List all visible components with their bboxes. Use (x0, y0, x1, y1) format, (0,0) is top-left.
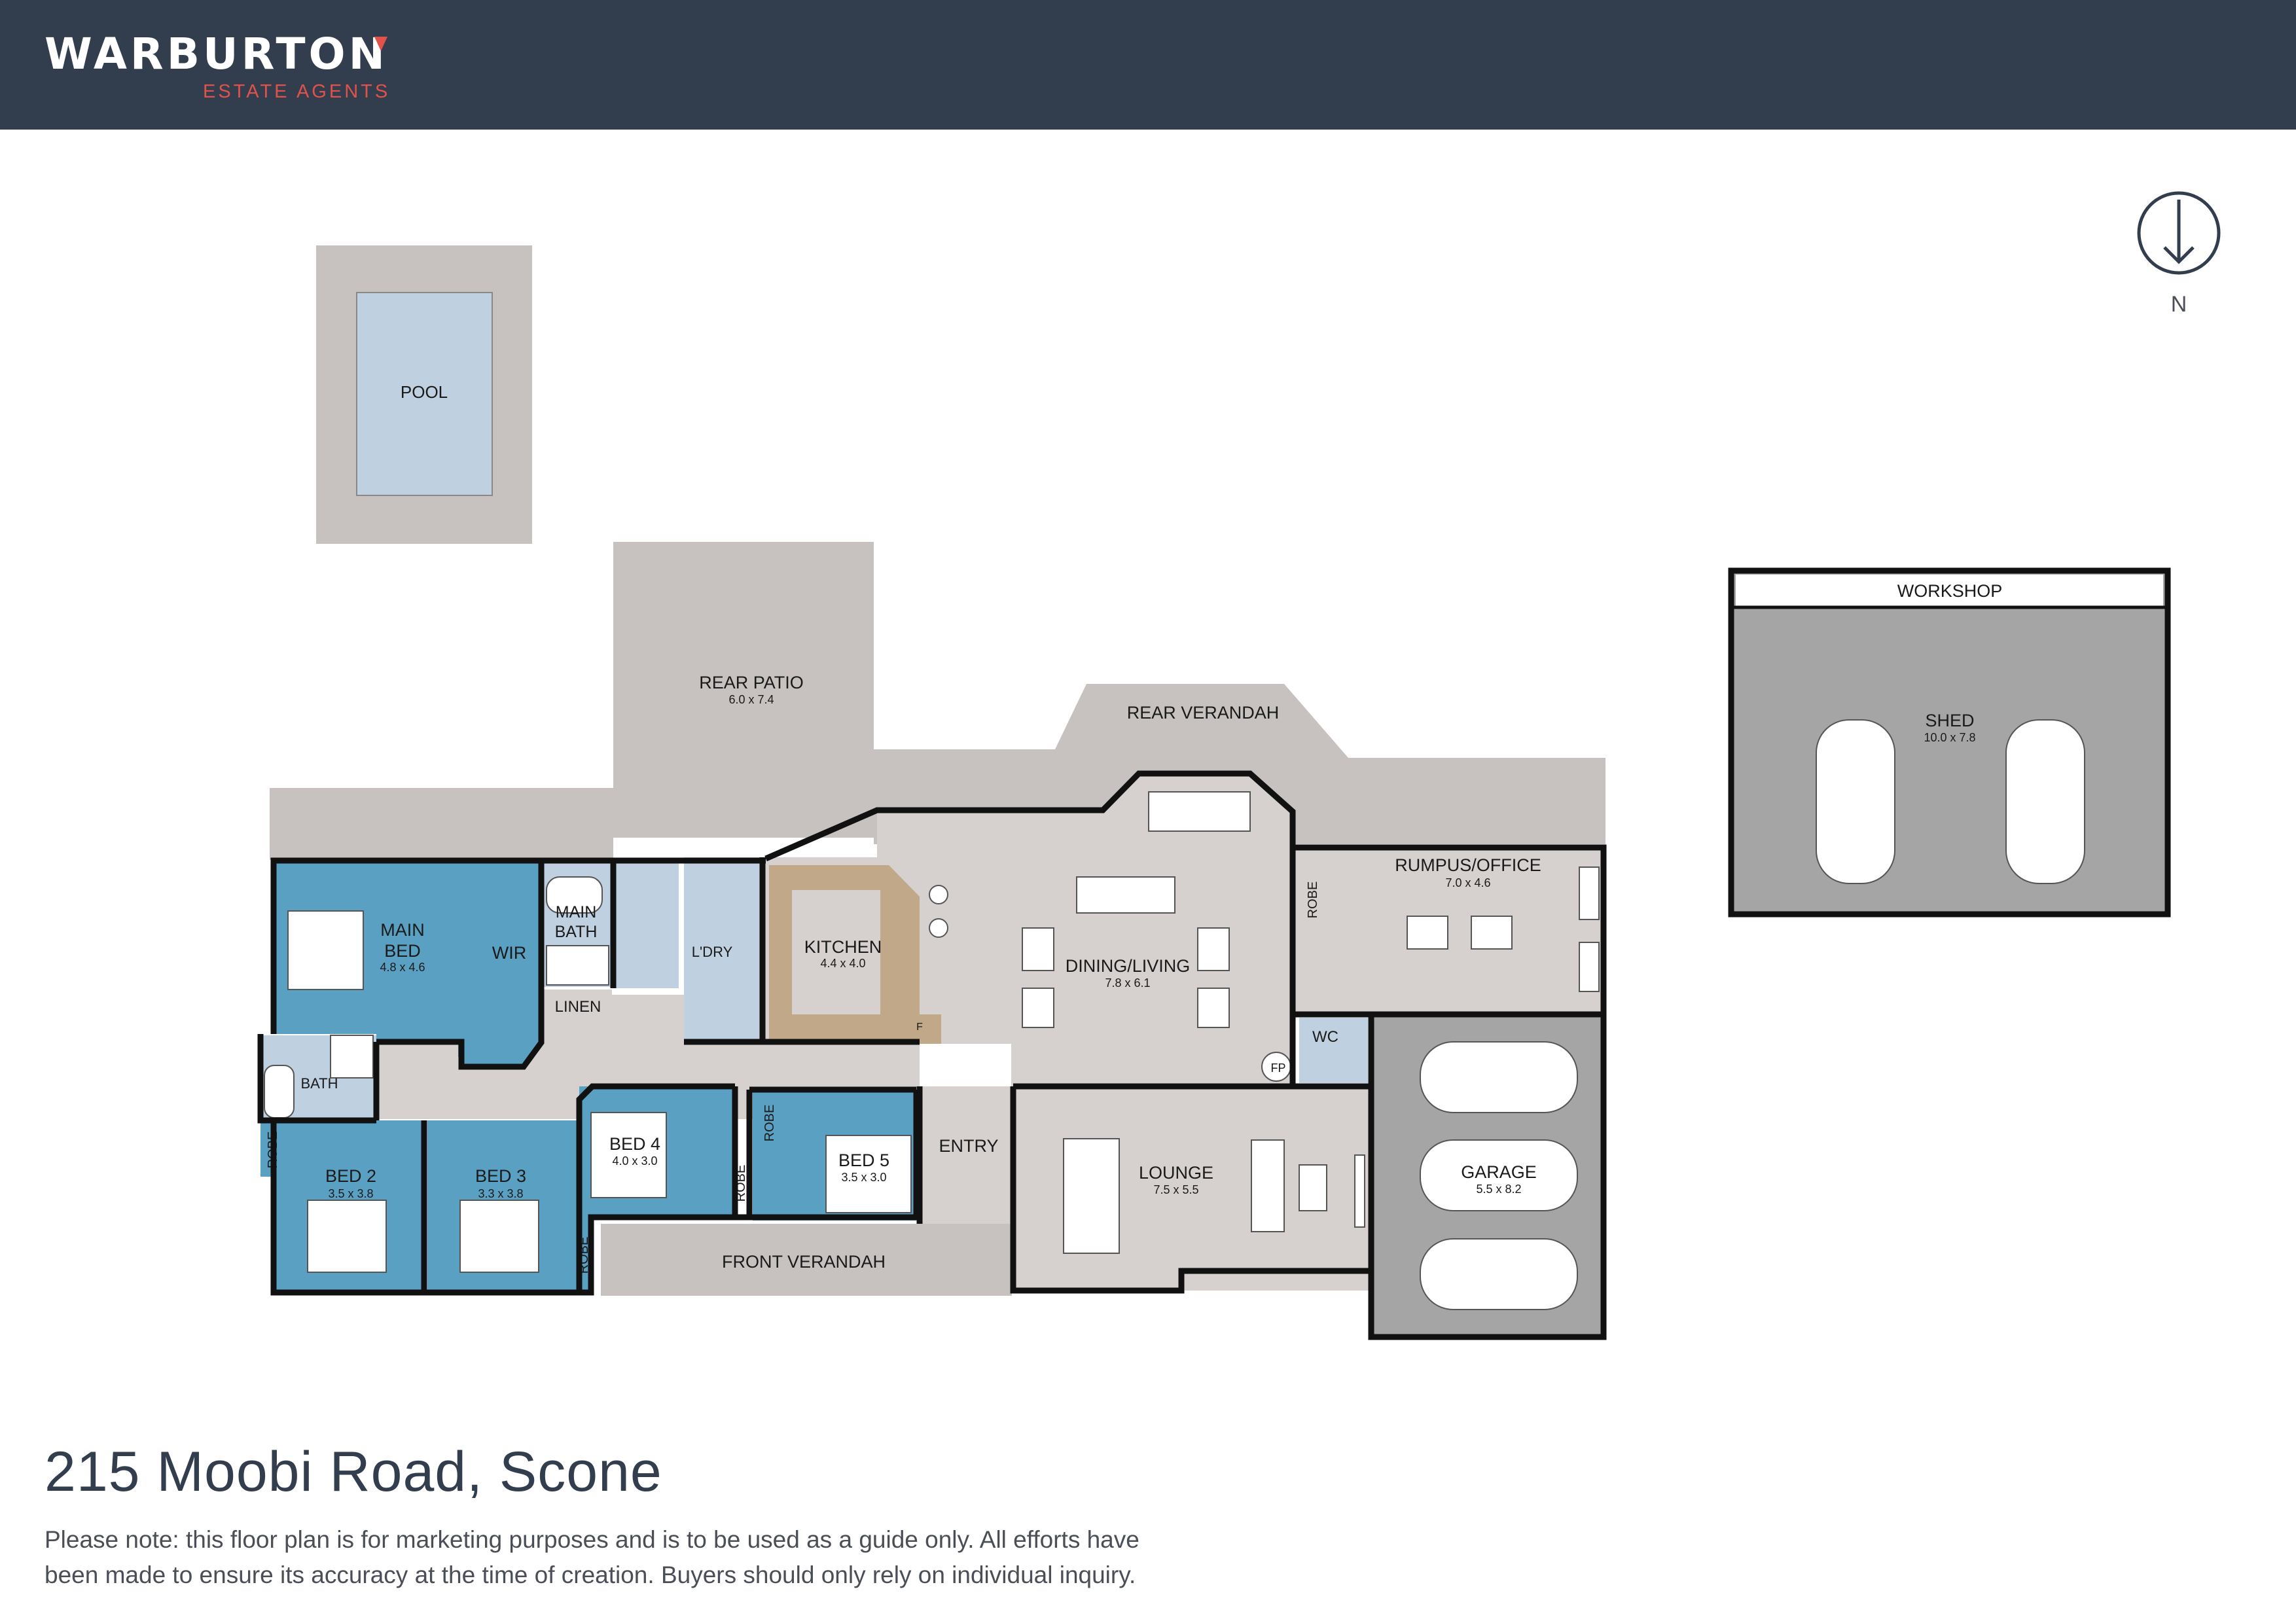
walls (257, 770, 1607, 1340)
rumpus-office-label: RUMPUS/OFFICE (1395, 855, 1541, 875)
kitchen-size: 4.4 x 4.0 (820, 957, 865, 970)
north-arrow-icon: N (2137, 191, 2221, 317)
main-bed-label-1: MAIN (380, 920, 425, 940)
bed4-size: 4.0 x 3.0 (612, 1154, 657, 1168)
brand-logo: WARBURTON (45, 29, 388, 79)
bed2-label: BED 2 (325, 1166, 376, 1186)
bed3-label: BED 3 (475, 1166, 526, 1186)
dining-living-label: DINING/LIVING (1066, 956, 1191, 976)
pool-label: POOL (401, 382, 448, 402)
disclaimer-line-1: Please note: this floor plan is for mark… (45, 1526, 1139, 1553)
dining-living-size: 7.8 x 6.1 (1105, 976, 1150, 990)
disclaimer-text: Please note: this floor plan is for mark… (45, 1522, 1288, 1593)
disclaimer-line-2: been made to ensure its accuracy at the … (45, 1561, 1136, 1588)
wc-label: WC (1312, 1028, 1338, 1046)
header-bar: WARBURTON ESTATE AGENTS (0, 0, 2296, 130)
brand-accent-mark (374, 37, 387, 51)
bath-label: BATH (300, 1075, 338, 1092)
furniture (1022, 791, 1600, 1254)
rear-patio-label: REAR PATIO (699, 673, 804, 692)
outdoor-areas (270, 542, 1605, 1296)
bed4-label: BED 4 (609, 1134, 660, 1154)
robe-label-bed5: ROBE (762, 1105, 777, 1142)
kitchen-area: KITCHEN 4.4 x 4.0 F (769, 857, 948, 1044)
fridge-label: F (916, 1022, 923, 1033)
rumpus-office-size: 7.0 x 4.6 (1445, 876, 1490, 889)
wir-label: WIR (492, 943, 526, 963)
pool-area: POOL (316, 245, 532, 544)
bed3-size: 3.3 x 3.8 (478, 1187, 523, 1200)
bed2-size: 3.5 x 3.8 (328, 1187, 373, 1200)
main-bath-label-2: BATH (555, 923, 598, 941)
laundry-label: L'DRY (692, 944, 733, 960)
kitchen-label: KITCHEN (804, 937, 882, 957)
lounge-size: 7.5 x 5.5 (1153, 1183, 1198, 1196)
robe-label-rumpus: ROBE (1306, 882, 1320, 919)
brand-tagline: ESTATE AGENTS (203, 81, 391, 102)
garage-size: 5.5 x 8.2 (1476, 1183, 1521, 1196)
entry-label: ENTRY (939, 1136, 998, 1156)
rear-verandah-label: REAR VERANDAH (1127, 703, 1280, 722)
shed-building: WORKSHOP SHED 10.0 x 7.8 (1728, 567, 2171, 918)
shed-size: 10.0 x 7.8 (1924, 731, 1975, 744)
linen-cupboard: LINEN (543, 990, 612, 1045)
main-bath-label-1: MAIN (556, 903, 597, 921)
lounge-label: LOUNGE (1139, 1163, 1213, 1183)
bed5-size: 3.5 x 3.0 (841, 1171, 886, 1184)
main-bed-size: 4.8 x 4.6 (380, 961, 425, 974)
shed-label: SHED (1925, 711, 1974, 730)
main-bed-label-2: BED (384, 941, 421, 961)
garage-label: GARAGE (1461, 1162, 1537, 1182)
rear-patio-size: 6.0 x 7.4 (728, 693, 774, 706)
front-verandah-label: FRONT VERANDAH (722, 1252, 886, 1272)
fireplace-label: FP (1270, 1061, 1285, 1075)
bed5-label: BED 5 (838, 1150, 889, 1170)
garage: GARAGE 5.5 x 8.2 (1420, 1041, 1578, 1310)
property-address: 215 Moobi Road, Scone (45, 1440, 662, 1503)
compass-label: N (2171, 292, 2187, 317)
linen-label: LINEN (555, 998, 601, 1016)
living-labels: REAR PATIO 6.0 x 7.4 REAR VERANDAH DININ… (699, 673, 1541, 1272)
workshop-label: WORKSHOP (1897, 581, 2003, 601)
bedrooms: MAIN BED 4.8 x 4.6 WIR BED 2 3.5 x 3.8 B… (260, 863, 1320, 1292)
wet-areas: MAIN BATH L'DRY BATH WC (260, 857, 1368, 1119)
